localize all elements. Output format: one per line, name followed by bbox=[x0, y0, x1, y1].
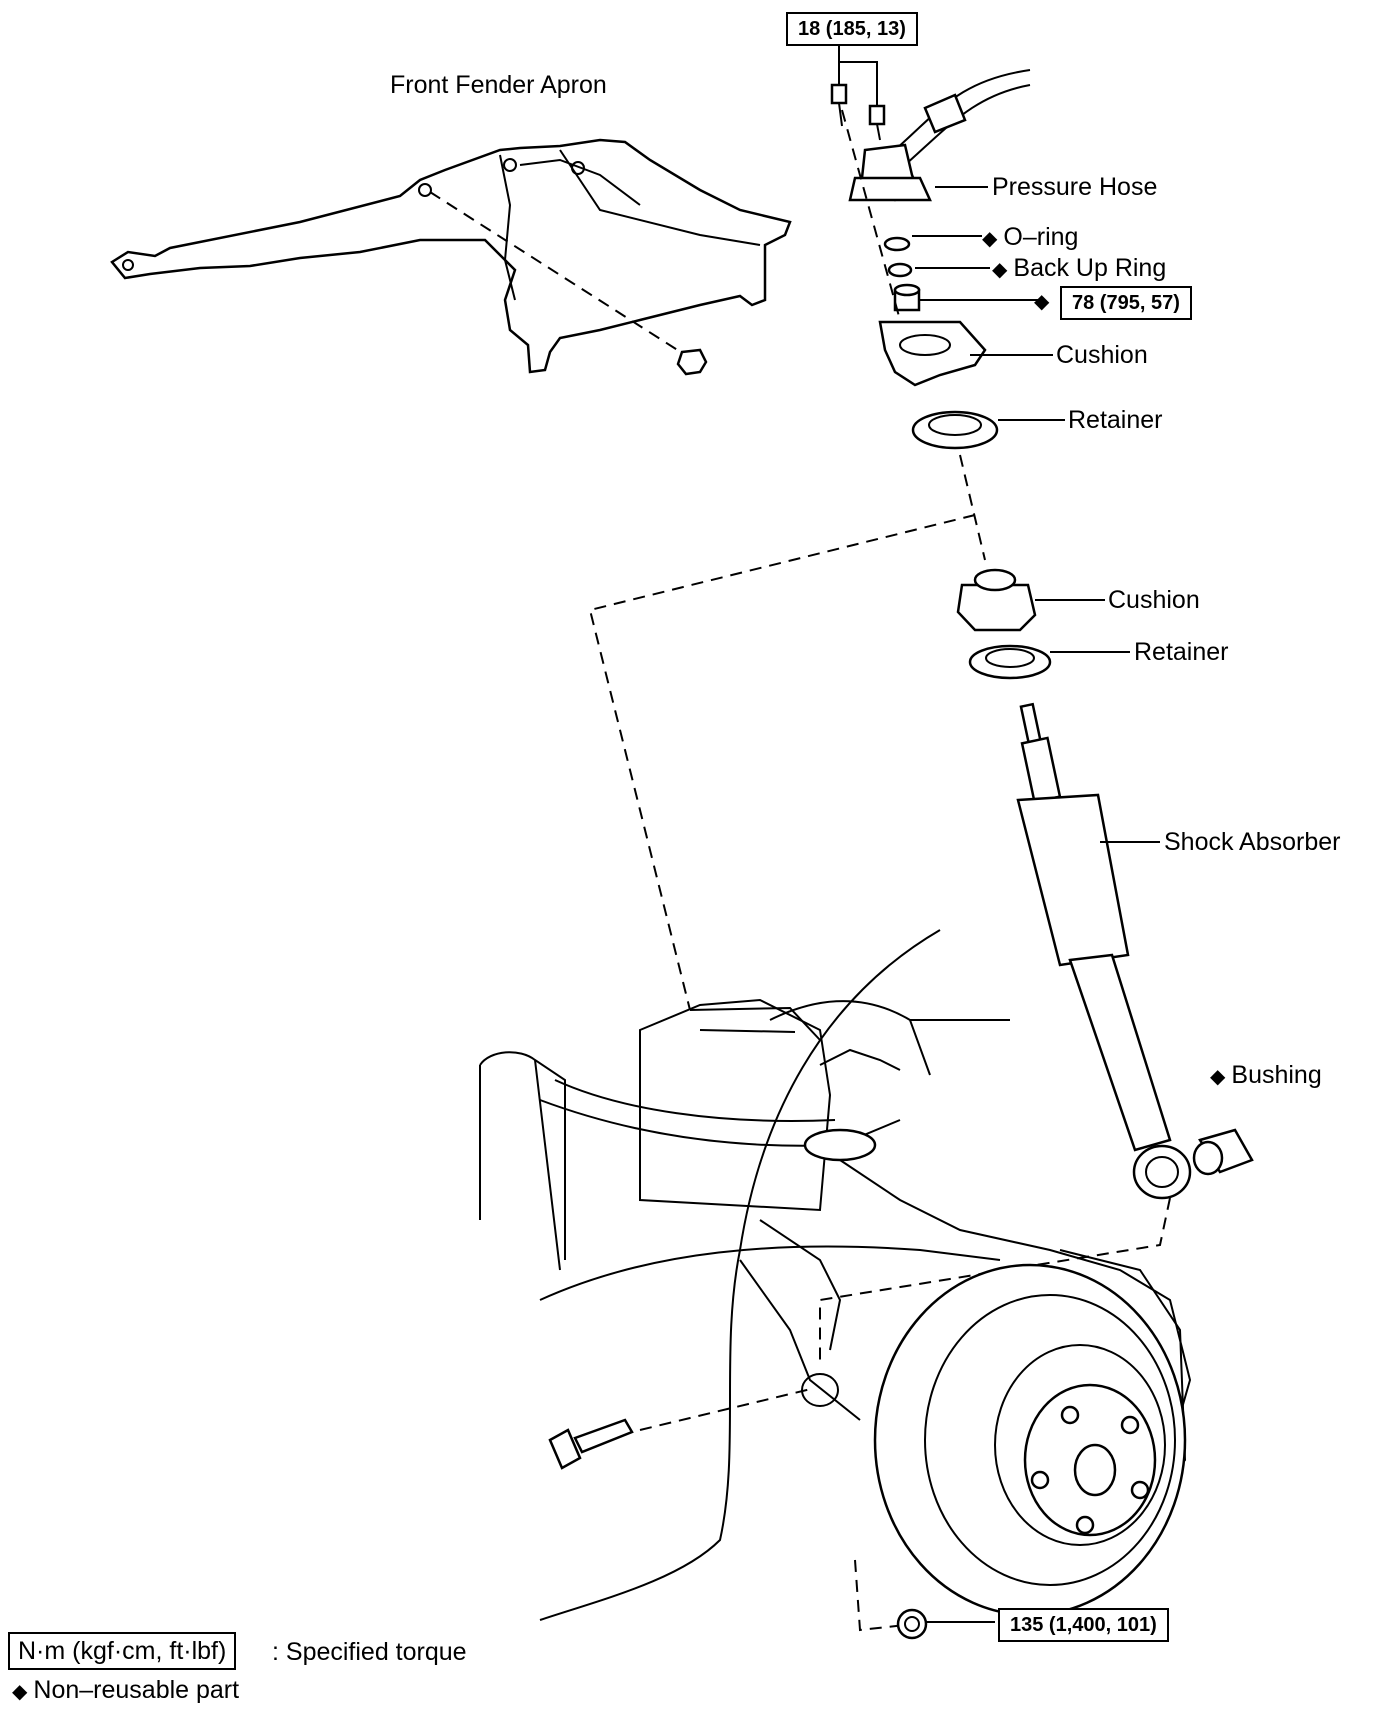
label-retainer-upper: Retainer bbox=[1068, 406, 1163, 434]
torque-lower-nut: 135 (1,400, 101) bbox=[998, 1608, 1169, 1642]
upper-guide-line bbox=[841, 109, 901, 321]
non-reusable-mark: ◆ bbox=[992, 259, 1008, 281]
legend-torque-unit-box: N·m (kgf·cm, ft·lbf) bbox=[8, 1632, 237, 1670]
nut-guide-line bbox=[854, 1559, 906, 1632]
legend-torque-desc: : Specified torque bbox=[272, 1638, 467, 1666]
non-reusable-mark: ◆ bbox=[12, 1681, 28, 1703]
label-o-ring: ◆O–ring bbox=[982, 222, 1078, 254]
lower-retainer-part bbox=[968, 644, 1052, 680]
label-bushing: ◆Bushing bbox=[1210, 1060, 1322, 1092]
label-upper-nut: ◆ bbox=[1034, 285, 1055, 317]
torque-upper-nut: 78 (795, 57) bbox=[1060, 286, 1192, 320]
back-up-ring-part bbox=[887, 262, 913, 278]
o-ring-text: O–ring bbox=[1003, 223, 1079, 251]
wheel-hub-part bbox=[1023, 1383, 1157, 1537]
upper-to-lower-guide-line bbox=[959, 454, 986, 561]
bolt-guide-line bbox=[639, 1387, 816, 1431]
label-cushion-lower: Cushion bbox=[1108, 586, 1200, 614]
upper-nut-part bbox=[893, 283, 921, 312]
non-reusable-mark: ◆ bbox=[1034, 291, 1050, 313]
shock-absorber-part bbox=[1016, 702, 1192, 1200]
hose-bracket-bolts bbox=[830, 45, 886, 141]
torque-hose-bolts: 18 (185, 13) bbox=[786, 12, 918, 46]
lower-nut-part bbox=[896, 1608, 928, 1640]
upper-retainer-part bbox=[911, 410, 999, 450]
label-front-fender-apron: Front Fender Apron bbox=[390, 71, 607, 99]
legend-non-reusable: ◆Non–reusable part bbox=[12, 1675, 239, 1707]
label-back-up-ring: ◆Back Up Ring bbox=[992, 253, 1166, 285]
label-retainer-lower: Retainer bbox=[1134, 638, 1229, 666]
pressure-hose-part bbox=[848, 69, 1031, 202]
vehicle-frame-part bbox=[479, 929, 1010, 1621]
lower-cushion-part bbox=[956, 568, 1037, 632]
frame-guide-line bbox=[588, 514, 976, 1011]
apron-clip-guide-line bbox=[429, 191, 691, 359]
leader-lines bbox=[912, 186, 1160, 1623]
bushing-text: Bushing bbox=[1231, 1061, 1322, 1089]
label-pressure-hose: Pressure Hose bbox=[992, 173, 1158, 201]
o-ring-part bbox=[883, 236, 911, 252]
legend-non-reusable-text: Non–reusable part bbox=[33, 1676, 240, 1704]
non-reusable-mark: ◆ bbox=[1210, 1066, 1226, 1088]
bushing-part bbox=[1192, 1128, 1254, 1176]
front-fender-apron-part bbox=[110, 138, 792, 374]
label-shock-absorber: Shock Absorber bbox=[1164, 828, 1341, 856]
non-reusable-mark: ◆ bbox=[982, 228, 998, 250]
label-cushion-upper: Cushion bbox=[1056, 341, 1148, 369]
lower-mount-bolt-part bbox=[548, 1418, 634, 1470]
apron-clip-part bbox=[676, 348, 708, 376]
upper-cushion-part bbox=[878, 320, 987, 387]
back-up-ring-text: Back Up Ring bbox=[1013, 254, 1167, 282]
